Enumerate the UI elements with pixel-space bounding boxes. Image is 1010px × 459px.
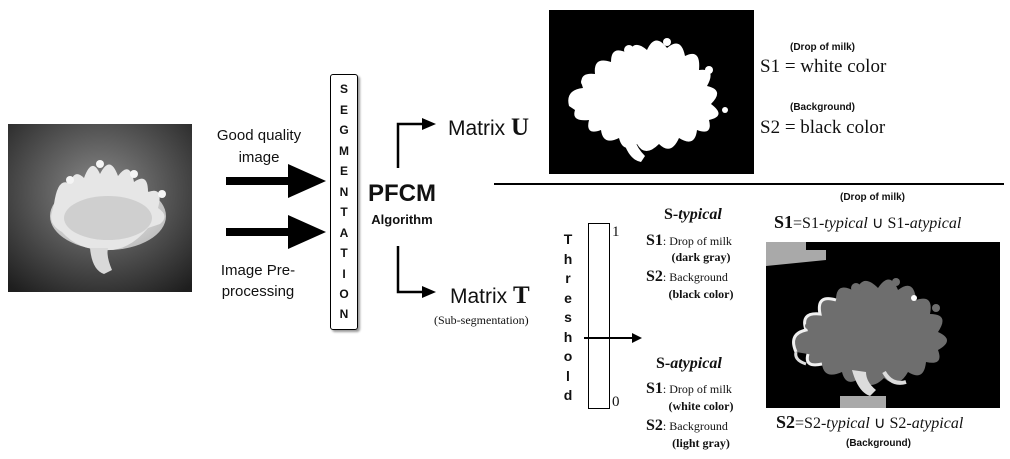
threshold-letter: h <box>563 328 573 345</box>
typical-s1-desc: : Drop of milk <box>662 234 732 248</box>
seg-letter: T <box>340 246 348 261</box>
union-bottom-lhs: S2 <box>776 412 796 432</box>
matrix-t-note: (Sub-segmentation) <box>434 313 529 327</box>
matrix-u-s1-eq: S1 = white color <box>760 56 887 77</box>
seg-letter: M <box>339 143 349 158</box>
input-arrows <box>226 164 326 249</box>
union-bottom-rhs-c: ∪ S2- <box>869 415 912 432</box>
branch-arrows <box>396 118 436 298</box>
typical-s1-color: (dark gray) <box>671 250 731 264</box>
matrix-u-symbol: U <box>511 114 530 141</box>
matrix-u-image <box>549 10 754 174</box>
good-quality-label: Good quality image <box>216 127 302 166</box>
threshold-label: T h r e s h o l d <box>560 232 576 402</box>
matrix-u-s2-note: (Background) <box>790 102 855 113</box>
divider <box>494 183 1004 185</box>
union-bottom-rhs-b: typical <box>826 415 870 432</box>
threshold-arrow <box>584 333 642 343</box>
matrix-t-prefix: Matrix <box>450 285 508 308</box>
threshold-letter: d <box>563 387 573 403</box>
typical-s2-label: S2 <box>646 268 663 285</box>
typical-title-s: S- <box>664 206 679 223</box>
atypical-s1-desc: : Drop of milk <box>662 382 732 396</box>
atypical-s1-label: S1 <box>646 380 663 397</box>
seg-letter: S <box>339 82 348 97</box>
threshold-letter: h <box>563 250 573 267</box>
atypical-title-word: atypical <box>670 355 722 372</box>
input-photo <box>8 124 192 292</box>
atypical-s2-desc: : Background <box>662 419 728 433</box>
segmentation-box: S E G M E N T A T I O N <box>330 74 358 330</box>
threshold-bar <box>588 223 610 409</box>
union-top-rhs-d: atypical <box>909 215 962 232</box>
typical-s2: S2: Background <box>646 268 728 286</box>
atypical-s2-color: (light gray) <box>672 436 730 450</box>
typical-title-word: typical <box>678 206 722 223</box>
atypical-s1-color: (white color) <box>668 399 734 413</box>
typical-s2-color: (black color) <box>668 287 734 301</box>
union-top-rhs-b: typical <box>824 215 868 232</box>
union-bottom-note: (Background) <box>846 438 911 449</box>
matrix-u-prefix: Matrix <box>448 117 506 140</box>
matrix-u-s1-note: (Drop of milk) <box>790 42 855 53</box>
atypical-title: S-atypical <box>656 355 722 373</box>
typical-title: S-typical <box>664 206 722 224</box>
seg-letter: A <box>339 225 349 240</box>
seg-letter: N <box>339 307 349 322</box>
union-top-rhs-a: =S1- <box>793 215 825 232</box>
typical-s2-desc: : Background <box>662 270 728 284</box>
preprocessing-label: Image Pre-processing <box>220 262 296 300</box>
threshold-letter: T <box>563 231 573 247</box>
matrix-t-label: Matrix T <box>450 282 530 310</box>
seg-letter: T <box>340 205 348 220</box>
matrix-u-label: Matrix U <box>448 114 529 142</box>
threshold-letter: s <box>564 309 572 325</box>
union-top-rhs-c: ∪ S1- <box>867 215 910 232</box>
union-top-equation: S1=S1-typical ∪ S1-atypical <box>774 212 961 233</box>
seg-letter: E <box>339 102 348 117</box>
seg-letter: G <box>339 123 349 138</box>
threshold-top-value: 1 <box>612 224 620 240</box>
union-bottom-rhs-d: atypical <box>911 415 964 432</box>
threshold-letter: l <box>566 367 570 384</box>
threshold-letter: r <box>565 270 571 286</box>
seg-letter: E <box>339 164 348 179</box>
seg-letter: O <box>339 286 349 301</box>
atypical-title-s: S- <box>656 355 671 372</box>
threshold-bottom-value: 0 <box>612 394 620 410</box>
union-bottom-rhs-a: =S2- <box>795 415 827 432</box>
matrix-u-s2-eq: S2 = black color <box>760 117 886 138</box>
union-top-note: (Drop of milk) <box>840 192 905 203</box>
algorithm-subtitle: Algorithm <box>371 212 433 227</box>
matrix-t-image <box>766 242 1000 408</box>
typical-s1-label: S1 <box>646 232 663 249</box>
union-top-lhs: S1 <box>774 212 794 232</box>
matrix-t-symbol: T <box>513 282 530 309</box>
algorithm-name: PFCM <box>368 180 436 207</box>
atypical-s2: S2: Background <box>646 417 728 435</box>
threshold-letter: o <box>563 348 573 364</box>
threshold-letter: e <box>564 289 572 306</box>
typical-s1: S1: Drop of milk <box>646 232 732 250</box>
atypical-s1: S1: Drop of milk <box>646 380 732 398</box>
union-bottom-equation: S2=S2-typical ∪ S2-atypical <box>776 412 963 433</box>
seg-letter: I <box>342 266 346 281</box>
atypical-s2-label: S2 <box>646 417 663 434</box>
seg-letter: N <box>339 184 349 199</box>
